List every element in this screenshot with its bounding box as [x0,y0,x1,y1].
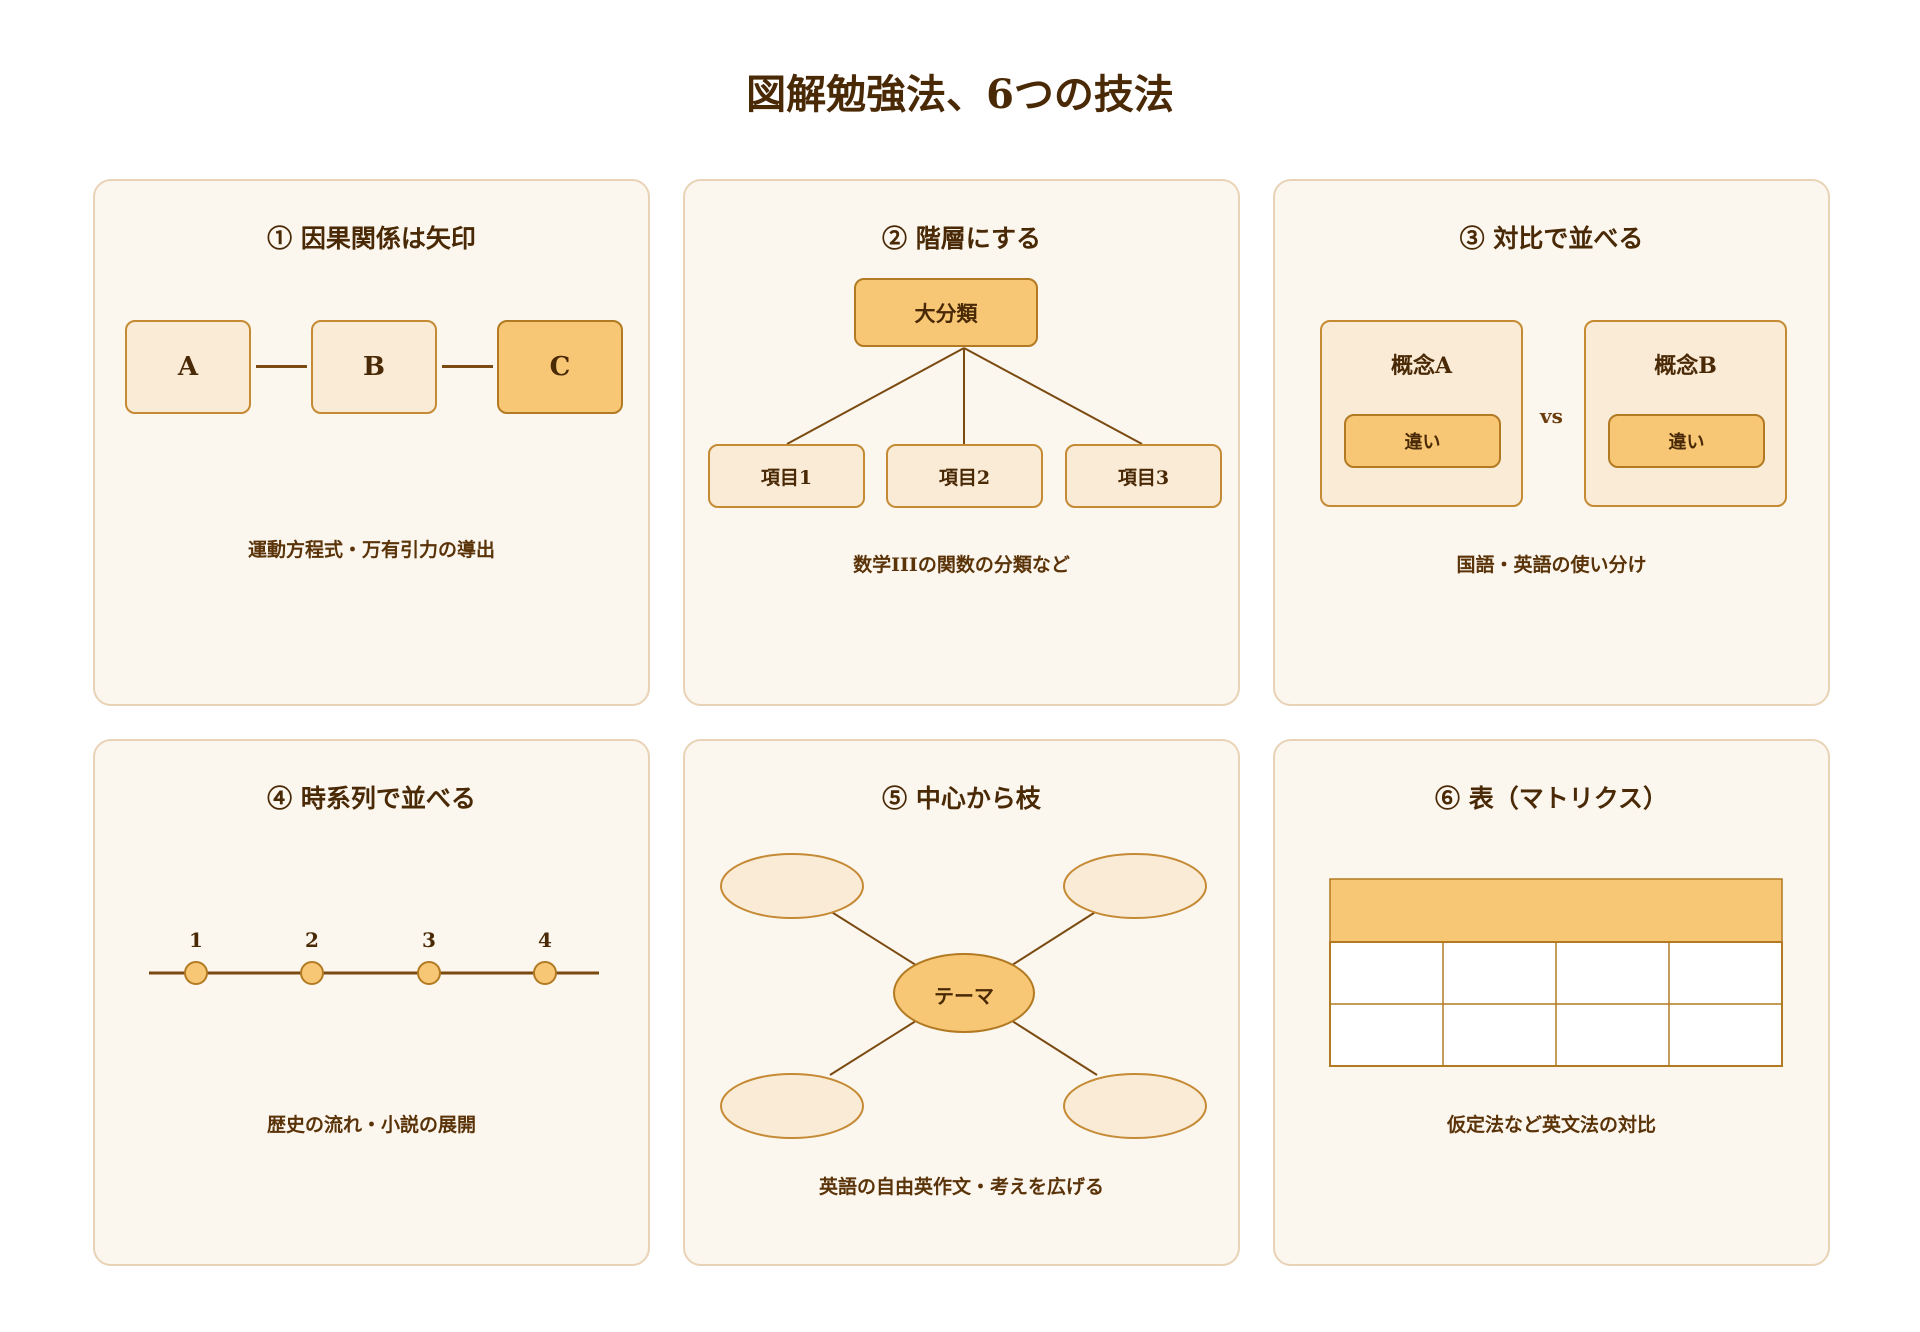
branch-node-bottom-left [720,1073,864,1139]
child-node-3: 項目3 [1065,444,1222,508]
timeline-point-3 [417,961,441,985]
mindmap [720,853,1207,1139]
connector-line [256,365,307,368]
card-caption: 数学IIIの関数の分類など [853,554,1070,576]
matrix-table [1329,878,1783,1067]
card-timeline: ④ 時系列で並べる 1 2 3 4 歴史の流れ・小説の展開 [93,739,650,1266]
timeline-label-4: 4 [538,928,552,952]
node-c: C [497,320,623,414]
child-node-2: 項目2 [886,444,1043,508]
branch-node-top-left [720,853,864,919]
card-hierarchy: ② 階層にする 大分類 項目1 項目2 項目3 数学IIIの関数の分類など [683,179,1240,706]
card-title: ③ 対比で並べる [1459,224,1644,253]
center-node [893,953,1035,1033]
card-caption: 英語の自由英作文・考えを広げる [818,1176,1104,1198]
difference-box: 違い [1608,414,1765,468]
card-title: ① 因果関係は矢印 [267,224,476,253]
timeline-point-4 [533,961,557,985]
concept-b-label: 概念B [1654,353,1717,379]
card-causality: ① 因果関係は矢印 A B C 運動方程式・万有引力の導出 [93,179,650,706]
timeline-axis [149,961,599,985]
card-contrast: ③ 対比で並べる 概念A 違い vs 概念B 違い 国語・英語の使い分け [1273,179,1830,706]
timeline-label-1: 1 [189,928,203,952]
difference-box: 違い [1344,414,1501,468]
card-title: ② 階層にする [882,224,1041,253]
concept-b-box: 概念B 違い [1584,320,1787,507]
timeline-point-2 [300,961,324,985]
card-mindmap: ⑤ 中心から枝 テーマ 英語の自由英作文・考えを広げる [683,739,1240,1266]
child-node-1: 項目1 [708,444,865,508]
branch-node-bottom-right [1063,1073,1207,1139]
card-caption: 国語・英語の使い分け [1456,554,1647,576]
timeline-label-2: 2 [305,928,319,952]
card-caption: 歴史の流れ・小説の展開 [266,1114,476,1136]
card-caption: 仮定法など英文法の対比 [1446,1114,1656,1136]
card-title: ⑤ 中心から枝 [882,784,1041,813]
root-node: 大分類 [854,278,1038,347]
node-b: B [311,320,437,414]
timeline-label-3: 3 [422,928,436,952]
hierarchy-lines [786,347,1143,445]
vs-label: vs [1540,404,1563,428]
center-node-label: テーマ [934,984,994,1008]
card-matrix: ⑥ 表（マトリクス） 仮定法など英文法の対比 [1273,739,1830,1266]
connector-line [442,365,493,368]
node-a: A [125,320,251,414]
card-title: ④ 時系列で並べる [267,784,476,813]
card-caption: 運動方程式・万有引力の導出 [247,539,495,561]
page-title: 図解勉強法、6つの技法 [746,71,1174,118]
concept-a-label: 概念A [1390,353,1453,379]
card-title: ⑥ 表（マトリクス） [1435,784,1668,813]
timeline-point-1 [184,961,208,985]
branch-node-top-right [1063,853,1207,919]
concept-a-box: 概念A 違い [1320,320,1523,507]
